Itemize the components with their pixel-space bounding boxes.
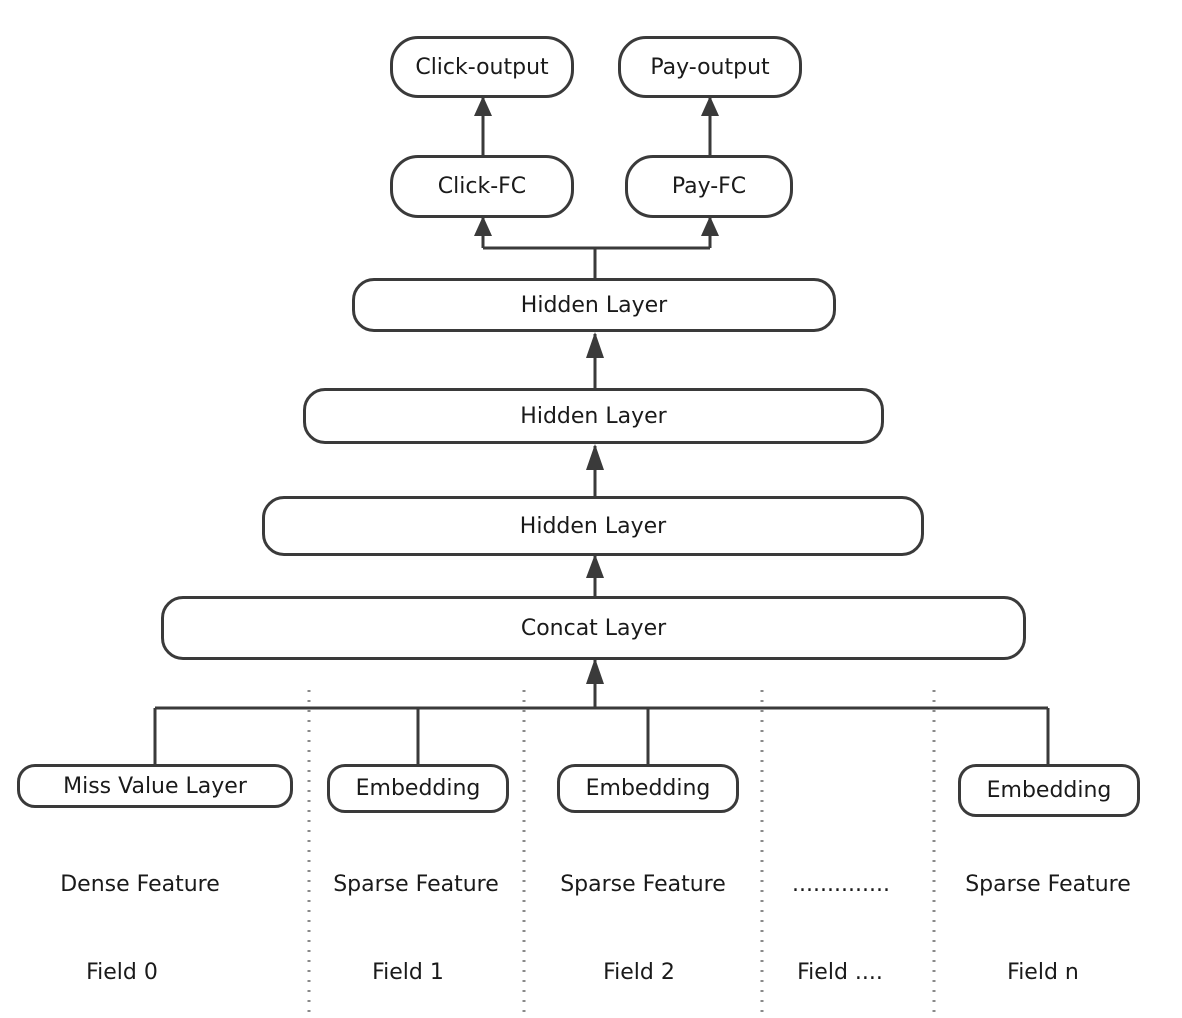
field-label-n: Field n xyxy=(1007,960,1079,985)
arrowhead-clickoutput xyxy=(474,96,492,116)
arrowhead-hidden3 xyxy=(586,554,604,578)
concat-layer: Concat Layer xyxy=(161,596,1026,660)
arrowhead-hidden1 xyxy=(586,332,604,358)
click-fc-node: Click-FC xyxy=(390,155,574,218)
field-label-1: Field 1 xyxy=(372,960,444,985)
arrowhead-payoutput xyxy=(701,96,719,116)
click-output-node: Click-output xyxy=(390,36,574,98)
embedding-node-fieldn: Embedding xyxy=(958,764,1140,817)
field-label-0: Field 0 xyxy=(86,960,158,985)
hidden-layer-2: Hidden Layer xyxy=(303,388,884,444)
arrowhead-clickfc xyxy=(474,216,492,236)
embedding-node-field2: Embedding xyxy=(557,764,739,813)
pay-output-node: Pay-output xyxy=(618,36,802,98)
embedding-node-field1: Embedding xyxy=(327,764,509,813)
feature-label-field0: Dense Feature xyxy=(60,872,220,897)
hidden-layer-3: Hidden Layer xyxy=(262,496,924,556)
hidden-layer-1: Hidden Layer xyxy=(352,278,836,332)
feature-label-field-ellipsis: .............. xyxy=(792,872,890,897)
arrowhead-hidden2 xyxy=(586,444,604,470)
field-label-ellipsis: Field .... xyxy=(797,960,883,985)
arrowhead-concat xyxy=(586,658,604,684)
miss-value-layer-node: Miss Value Layer xyxy=(17,764,293,808)
feature-label-field1: Sparse Feature xyxy=(333,872,499,897)
feature-label-field2: Sparse Feature xyxy=(560,872,726,897)
pay-fc-node: Pay-FC xyxy=(625,155,793,218)
feature-label-fieldn: Sparse Feature xyxy=(965,872,1131,897)
arrowhead-payfc xyxy=(701,216,719,236)
field-label-2: Field 2 xyxy=(603,960,675,985)
